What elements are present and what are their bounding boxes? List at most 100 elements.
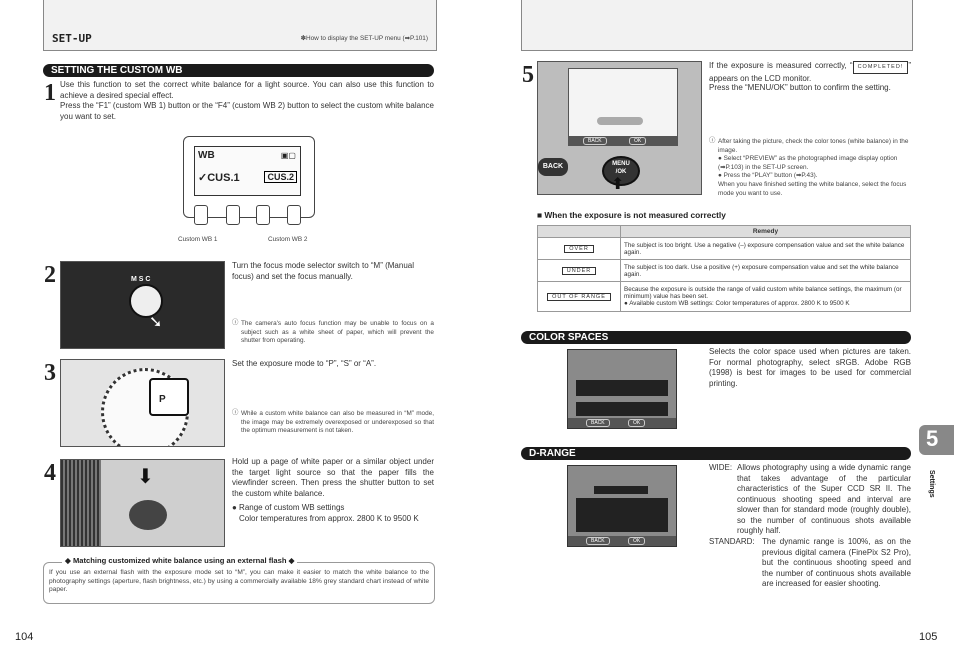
step2-text: Turn the focus mode selector switch to “…	[232, 261, 414, 281]
table-row: OVER The subject is too bright. Use a ne…	[537, 237, 911, 260]
step3-number: 3	[44, 360, 56, 386]
remedy-tag-cell: OUT OF RANGE	[537, 281, 621, 312]
color-space-lcd: BACK OK	[567, 349, 677, 429]
wb-lcd-panel: WB ▣▢ ✓CUS.1 CUS.2	[183, 136, 315, 225]
table-row: OUT OF RANGE Because the exposure is out…	[537, 281, 911, 312]
step3-note-icon: ⓘ	[232, 409, 239, 416]
camera-lcd: BACK OK	[568, 68, 678, 146]
remedy-header: Remedy	[620, 225, 911, 238]
camera-back-photo: BACK OK BACK MENU /OK ⬆	[537, 61, 702, 195]
lcd-bottom-bar	[568, 418, 676, 428]
d-range-ok-label: OK	[628, 537, 646, 545]
arrow-icon: ➘	[149, 314, 163, 331]
wb-lcd-label: WB	[198, 150, 215, 161]
out-of-range-tag: OUT OF RANGE	[547, 292, 611, 301]
chapter-tab: 5	[919, 425, 954, 455]
page-number-right: 105	[919, 631, 938, 643]
custom-wb2-label: Custom WB 2	[268, 236, 308, 243]
focus-dial	[129, 284, 163, 318]
color-space-option-1	[576, 380, 668, 396]
mode-dial-window	[149, 378, 189, 416]
section-title-custom-wb: SETTING THE CUSTOM WB	[43, 64, 434, 77]
step4-bullet: ● Range of custom WB settings	[232, 503, 345, 512]
press-up-arrow-icon: ⬆	[611, 176, 625, 193]
f1-button[interactable]	[194, 205, 208, 225]
wb-lcd-icons: ▣▢	[280, 151, 296, 160]
custom-wb1-label: Custom WB 1	[178, 236, 218, 243]
wb-lcd-cus2: CUS.2	[264, 171, 297, 183]
remedy-header-blank	[537, 225, 621, 238]
step3-note: While a custom white balance can also be…	[241, 410, 434, 435]
chapter-number: 5	[926, 426, 939, 451]
mode-dial-label: P	[159, 394, 166, 405]
under-tag: UNDER	[561, 266, 597, 275]
step5-note-icon: ⓘ	[709, 137, 716, 144]
wb-lcd-screen: WB ▣▢ ✓CUS.1 CUS.2	[194, 146, 301, 196]
flash-info-title: ◆ Matching customized white balance usin…	[62, 556, 298, 565]
back-button[interactable]: BACK	[538, 158, 568, 176]
lcd-back-label: BACK	[583, 137, 607, 145]
exposure-dial-photo: P	[60, 359, 225, 447]
d-range-standard-label: STANDARD:	[709, 537, 755, 546]
remedy-tag-cell: UNDER	[537, 259, 621, 282]
color-space-option-2	[576, 402, 668, 416]
remedy-text: The subject is too bright. Use a negativ…	[620, 237, 911, 260]
left-header-box: SET-UP ✽How to display the SET-UP menu (…	[43, 0, 437, 51]
completed-bar	[597, 117, 643, 125]
color-space-back-label: BACK	[586, 419, 610, 427]
over-tag: OVER	[564, 244, 594, 253]
step4-number: 4	[44, 460, 56, 486]
d-range-back-label: BACK	[586, 537, 610, 545]
step2-note: The camera's auto focus function may be …	[241, 320, 434, 345]
shutter-press-photo: ⬇	[60, 459, 225, 547]
step5-text: If the exposure is measured correctly, “…	[709, 61, 911, 84]
d-range-wide-text: Allows photography using a wide dynamic …	[737, 463, 911, 535]
lens-barrel	[61, 460, 101, 546]
flash-info-text: If you use an external flash with the ex…	[49, 569, 429, 594]
focus-selector-photo: M S C ➘	[60, 261, 225, 349]
section-title-color-spaces: COLOR SPACES	[521, 331, 911, 344]
remedy-text: Because the exposure is outside the rang…	[620, 281, 911, 312]
menu-ok-button[interactable]: MENU /OK	[602, 156, 640, 186]
completed-tag: COMPLETED!	[852, 61, 909, 74]
setup-note: ✽How to display the SET-UP menu (➡P.101)	[300, 35, 428, 42]
f2-button[interactable]	[226, 205, 240, 225]
d-range-lcd: BACK OK	[567, 465, 677, 547]
not-measured-title: ■ When the exposure is not measured corr…	[537, 210, 726, 220]
step1-number: 1	[44, 80, 56, 106]
setup-title: SET-UP	[52, 32, 92, 45]
lcd-bottom-bar	[569, 136, 677, 145]
f3-button[interactable]	[256, 205, 270, 225]
remedy-table-header: Remedy	[537, 225, 911, 238]
table-row: UNDER The subject is too dark. Use a pos…	[537, 259, 911, 282]
chapter-label: Settings	[928, 470, 935, 498]
step5-number: 5	[522, 62, 534, 88]
color-spaces-text: Selects the color space used when pictur…	[709, 347, 911, 388]
remedy-text: The subject is too dark. Use a positive …	[620, 259, 911, 282]
step4-bullet-detail: Color temperatures from approx. 2800 K t…	[239, 514, 419, 523]
step5-text-1: If the exposure is measured correctly, “	[709, 61, 853, 70]
step4-text: Hold up a page of white paper or a simil…	[232, 457, 434, 498]
lcd-bottom-bar	[568, 536, 676, 546]
focus-mode-label: M S C	[131, 276, 151, 283]
d-range-option-1	[594, 486, 648, 494]
step5-note: After taking the picture, check the colo…	[718, 138, 909, 197]
page-number-left: 104	[15, 631, 34, 643]
step2-note-icon: ⓘ	[232, 319, 239, 326]
press-arrow-icon: ⬇	[137, 466, 154, 488]
remedy-table: Remedy OVER The subject is too bright. U…	[537, 225, 911, 312]
wb-lcd-cus1: ✓CUS.1	[198, 172, 240, 184]
step3-text: Set the exposure mode to “P”, “S” or “A”…	[232, 359, 377, 368]
step5-text-3: Press the “MENU/OK” button to confirm th…	[709, 83, 891, 92]
remedy-tag-cell: OVER	[537, 237, 621, 260]
step1-text: Use this function to set the correct whi…	[60, 80, 434, 121]
shutter-button	[129, 500, 167, 530]
step5-text-2: ” appears on the LCD monitor.	[709, 61, 911, 83]
right-header-box	[521, 0, 913, 51]
f4-button[interactable]	[287, 205, 301, 225]
color-space-ok-label: OK	[628, 419, 646, 427]
d-range-standard-text: The dynamic range is 100%, as on the pre…	[762, 537, 911, 588]
d-range-option-2	[576, 498, 668, 532]
d-range-wide-label: WIDE:	[709, 463, 733, 472]
step2-number: 2	[44, 262, 56, 288]
